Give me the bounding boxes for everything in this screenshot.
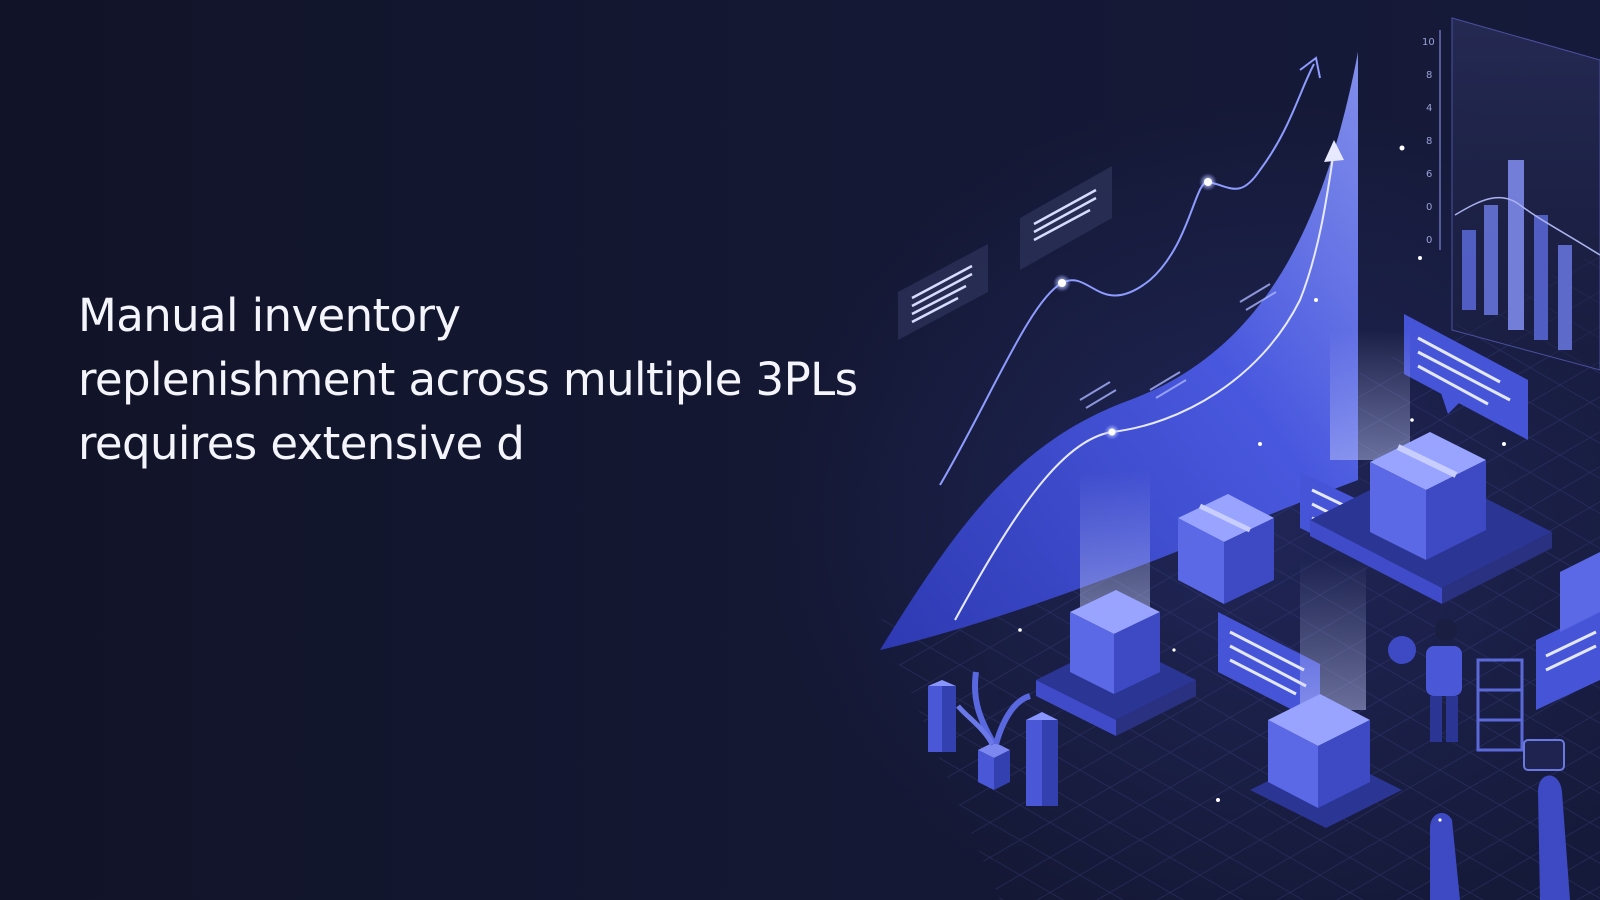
axis-tick: 10 — [1422, 37, 1435, 48]
light-beams — [1080, 330, 1410, 710]
hands-icon — [1430, 739, 1570, 900]
axis-tick: 8 — [1426, 70, 1432, 81]
axis-tick: 6 — [1426, 169, 1432, 180]
headline-line-3: requires extensive d — [78, 417, 525, 470]
sparkles — [1018, 145, 1506, 822]
trend-line — [939, 56, 1321, 486]
inventory-boxes — [1036, 432, 1600, 828]
headline-line-2: replenishment across multiple 3PLs — [78, 353, 858, 406]
axis-tick: 8 — [1426, 136, 1432, 147]
axis-tick: 0 — [1426, 235, 1432, 246]
plant-icon — [956, 671, 1032, 790]
axis-tick: 4 — [1426, 103, 1432, 114]
axis-tick-labels: 10 8 4 8 6 0 0 — [1422, 37, 1435, 246]
worker-figure — [1388, 619, 1524, 752]
headline-line-1: Manual inventory — [78, 289, 461, 342]
headline: Manual inventory replenishment across mu… — [78, 284, 898, 476]
bar-chart-panel: 10 8 4 8 6 0 0 — [1422, 17, 1600, 371]
decor-pillars — [928, 671, 1058, 806]
axis-tick: 0 — [1426, 202, 1432, 213]
